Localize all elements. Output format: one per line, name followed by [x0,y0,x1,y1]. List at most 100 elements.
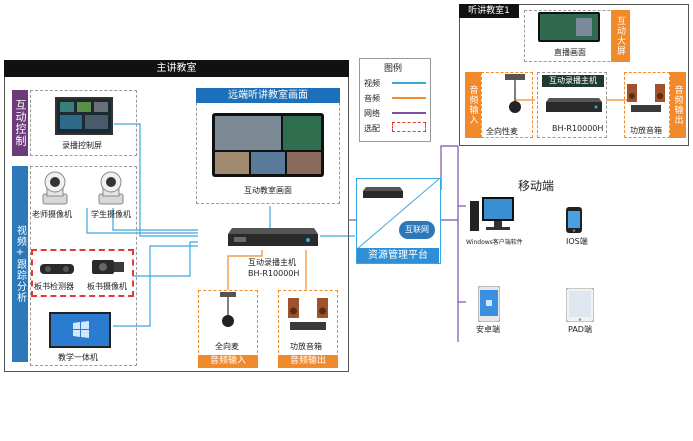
interactive-control-group [30,90,137,156]
listen-live-screen [538,12,600,42]
ptz-camera-icon [98,171,124,205]
board-detector-icon [40,264,74,274]
legend-optional-label: 选配 [364,124,380,133]
live-classroom-screen-icon [540,14,598,40]
listen-classroom [459,4,689,146]
internet-cloud-label: 互联网 [405,225,429,234]
platform-diagonal [357,179,439,249]
recording-host-model: BH-R10000H [248,269,300,278]
legend-video-swatch [392,82,426,84]
student-camera [94,170,128,206]
interactive-control-label: 互动控制 [12,90,28,156]
recording-host [228,228,318,248]
main-speaker [286,298,330,332]
listen-interactive-screen-label: 互动大屏 [611,10,630,62]
legend-network-label: 网络 [364,109,380,118]
video-tracking-label: 视频+跟踪分析 [12,166,28,362]
video-line-student-camera [112,208,198,231]
listen-audio-in-label: 音频输入 [465,72,481,138]
main-classroom-header: 主讲教室 [4,60,349,77]
resource-platform-label: 资源管理平台 [368,250,428,261]
ceiling-mic-icon [220,292,236,327]
resource-platform-label-bar: 资源管理平台 [357,248,439,263]
box-camera-icon [92,260,124,274]
remote-classroom-screen-icon [215,116,321,174]
teacher-camera-label: 老师摄像机 [32,210,72,219]
listen-host-model: BH-R10000H [552,124,604,133]
legend-audio-label: 音频 [364,94,380,103]
listen-classroom-title: 听讲教室1 [468,6,510,16]
main-speaker-label: 功放音箱 [290,342,322,351]
listen-audio-in-group [481,72,533,138]
ios-client [566,207,582,233]
network-line-platform-listen [440,145,458,190]
legend-title: 图例 [384,64,403,74]
internet-cloud: 互联网 [399,221,435,239]
iphone-icon [566,207,582,233]
ios-client-label: IOS端 [566,237,588,246]
windows-client-label: Windows客户端软件 [466,239,523,246]
legend: 图例 视频 音频 网络 选配 [359,58,431,142]
remote-view-title: 远端听讲教室画面 [228,90,308,101]
legend-network-swatch [392,112,426,114]
desktop-computer-icon [470,197,514,231]
record-control-screen [55,97,113,135]
ceiling-mic-icon [505,74,525,113]
student-camera-label: 学生摄像机 [91,210,131,219]
listen-classroom-header: 听讲教室1 [459,4,519,18]
windows-desktop-icon [51,314,109,346]
ptz-camera-icon [42,171,68,205]
optional-board-group [31,249,134,297]
legend-video-label: 视频 [364,79,380,88]
amplifier-speaker-icon [288,298,328,330]
listen-audio-out-label: 音频输出 [670,72,686,138]
listen-host-device [546,98,602,114]
teaching-pc-label: 教学一体机 [58,353,98,362]
pad-client [566,288,594,322]
tablet-icon [566,288,594,322]
rack-host-icon [546,98,602,112]
remote-view-screen [212,113,324,177]
recording-host-name: 互动录播主机 [248,258,296,267]
resource-platform: 互联网 资源管理平台 [356,178,441,264]
listen-mic-label: 全向性麦 [486,127,518,136]
listen-speaker-label: 功放音箱 [630,126,662,135]
windows-client [470,197,516,235]
rack-host-icon [228,228,318,246]
android-client [478,286,500,322]
listen-live-caption: 直播画面 [554,48,586,57]
record-control-screen-label: 录播控制屏 [62,141,102,150]
listen-audio-out-group [624,72,670,138]
legend-optional-swatch [392,122,426,132]
listen-mic [501,74,529,114]
teacher-camera [38,170,72,206]
main-mic [214,292,242,328]
pad-client-label: PAD端 [568,325,592,334]
main-classroom-title: 主讲教室 [156,63,197,74]
video-line-teacher-camera [86,208,198,234]
legend-audio-swatch [392,97,426,99]
server-icon [363,187,403,199]
listen-host-title-bar: 互动录播主机 [542,75,604,87]
audio-line-mic [227,250,263,290]
board-camera [90,256,126,278]
android-client-label: 安卓端 [476,325,500,334]
board-detector-label: 板书检测器 [34,282,74,291]
board-camera-label: 板书摄像机 [87,282,127,291]
mobile-title: 移动端 [518,179,555,193]
android-phone-icon [478,286,500,322]
listen-speaker [627,84,667,114]
video-line-board [133,241,198,277]
teaching-pc [49,312,111,348]
remote-view-caption: 互动教室画面 [244,186,292,195]
amplifier-speaker-icon [627,84,665,112]
board-detector [40,262,74,276]
video-line-teaching-pc [113,245,198,327]
listen-host-group [537,72,607,138]
main-mic-label: 全向麦 [215,342,239,351]
main-audio-in-label: 音频输入 [198,355,258,368]
listen-host-title: 互动录播主机 [549,76,597,85]
control-screen-icon [60,102,108,129]
main-audio-out-label: 音频输出 [278,355,338,368]
